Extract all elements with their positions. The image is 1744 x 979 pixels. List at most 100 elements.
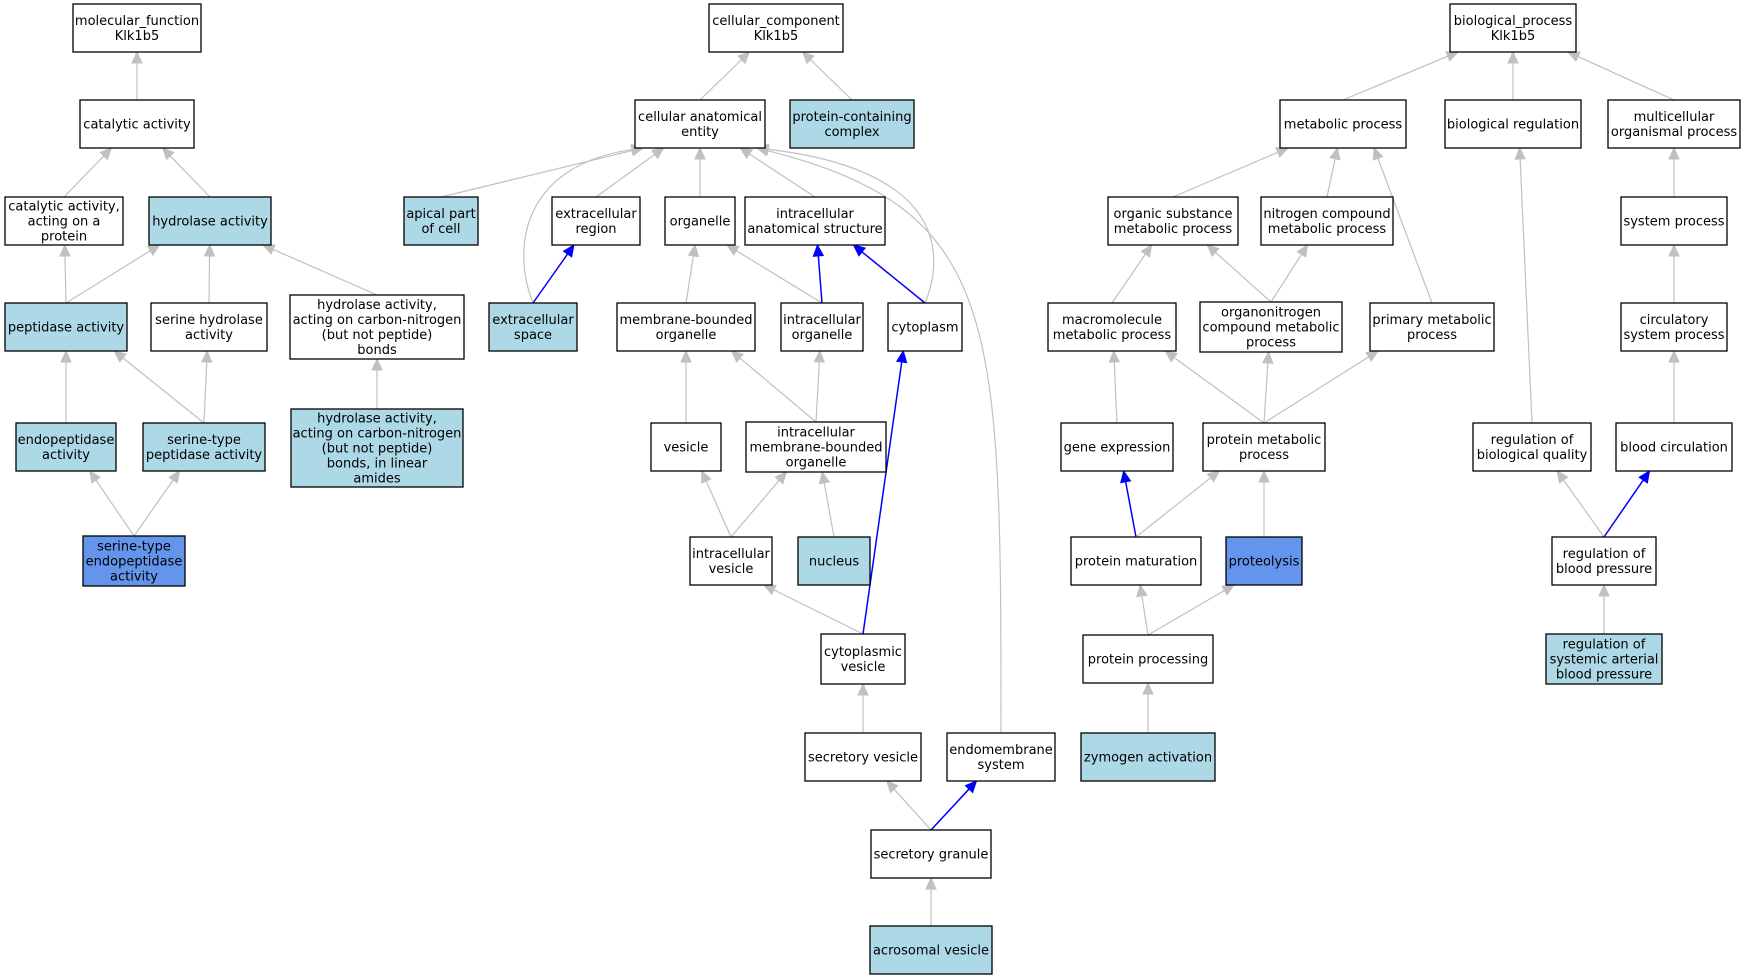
go-term-node-acrosomal_vesicle[interactable]: acrosomal vesicle (869, 925, 993, 975)
arrowhead-icon (1598, 583, 1610, 597)
go-term-node-organelle[interactable]: organelle (664, 196, 736, 246)
node-label-line: organelle (670, 215, 731, 230)
arrowhead-icon (1258, 469, 1270, 483)
node-label-line: metabolic process (1268, 222, 1387, 237)
arrowhead-icon (1221, 584, 1236, 596)
go-term-node-cytoplasm[interactable]: cytoplasm (887, 302, 963, 352)
node-box (148, 196, 272, 246)
node-label-line: (but not peptide) (322, 442, 433, 457)
node-label-line: apical part (406, 207, 475, 222)
go-term-node-biological_regulation[interactable]: biological regulation (1444, 99, 1582, 149)
edge-hydrolase_activity-to-catalytic_activity (169, 155, 211, 198)
go-term-node-hydrolase_cn_linear[interactable]: hydrolase activity,acting on carbon-nitr… (290, 408, 464, 488)
node-box (551, 196, 641, 246)
arrowhead-icon (730, 350, 745, 363)
go-term-node-metabolic_process[interactable]: metabolic process (1279, 99, 1407, 149)
go-term-node-protein_processing[interactable]: protein processing (1082, 634, 1214, 684)
arrowhead-icon (1206, 470, 1221, 483)
go-term-node-catalytic_activity[interactable]: catalytic activity (79, 99, 195, 149)
node-label-line: secretory vesicle (808, 751, 918, 766)
go-term-node-peptidase_activity[interactable]: peptidase activity (4, 302, 128, 352)
arrowhead-icon (801, 51, 815, 65)
node-label-line: circulatory (1640, 313, 1709, 328)
go-term-node-proteolysis[interactable]: proteolysis (1225, 536, 1303, 586)
go-term-node-protein_maturation[interactable]: protein maturation (1070, 536, 1202, 586)
arrowhead-icon (1108, 349, 1121, 363)
arrowhead-icon (737, 51, 751, 65)
go-term-node-system_process[interactable]: system process (1620, 196, 1728, 246)
edge-membrane_bounded-to-organelle (685, 255, 694, 304)
arrowhead-icon (1365, 350, 1380, 363)
node-box (1060, 422, 1174, 472)
go-term-node-secretory_granule[interactable]: secretory granule (870, 829, 992, 879)
node-box (789, 99, 915, 149)
node-label-line: process (1246, 336, 1296, 351)
node-box (1260, 196, 1394, 246)
node-box (4, 196, 124, 246)
arrowhead-icon (1445, 51, 1460, 62)
go-term-node-nucleus[interactable]: nucleus (797, 536, 871, 586)
arrowhead-icon (1638, 470, 1651, 484)
node-label-line: system (978, 758, 1025, 773)
go-term-node-zymogen_activation[interactable]: zymogen activation (1080, 732, 1216, 782)
node-label-line: nucleus (809, 555, 859, 570)
arrowhead-icon (680, 349, 692, 363)
node-label-line: serine-type (97, 540, 171, 555)
node-box (1082, 634, 1214, 684)
node-box (745, 421, 887, 473)
arrowhead-icon (739, 147, 754, 160)
node-label-line: system process (1623, 328, 1724, 343)
go-term-node-secretory_vesicle[interactable]: secretory vesicle (804, 732, 922, 782)
node-label-line: molecular_function (75, 14, 199, 29)
node-box (1607, 99, 1741, 149)
go-term-node-vesicle[interactable]: vesicle (650, 422, 722, 472)
arrowhead-icon (200, 349, 213, 363)
go-term-node-blood_circulation[interactable]: blood circulation (1615, 422, 1733, 472)
edge-organic_substance-to-metabolic_process (1172, 151, 1279, 198)
node-label-line: protein-containing (792, 110, 911, 125)
go-term-node-hydrolase_activity[interactable]: hydrolase activity (148, 196, 272, 246)
edge-primary_metabolic-to-metabolic_process (1377, 158, 1433, 304)
node-box (289, 294, 465, 360)
node-label-line: extracellular (555, 207, 637, 222)
arrowhead-icon (1296, 243, 1309, 258)
go-term-node-gene_expression[interactable]: gene expression (1060, 422, 1174, 472)
go-term-node-hydrolase_cn[interactable]: hydrolase activity,acting on carbon-nitr… (289, 294, 465, 360)
node-label-line: hydrolase activity, (317, 412, 437, 427)
arrowhead-icon (701, 469, 712, 484)
node-box (72, 3, 202, 53)
edge-catalytic_protein-to-catalytic_activity (63, 155, 105, 198)
edge-protein_metabolic-to-organonitrogen (1263, 362, 1269, 424)
